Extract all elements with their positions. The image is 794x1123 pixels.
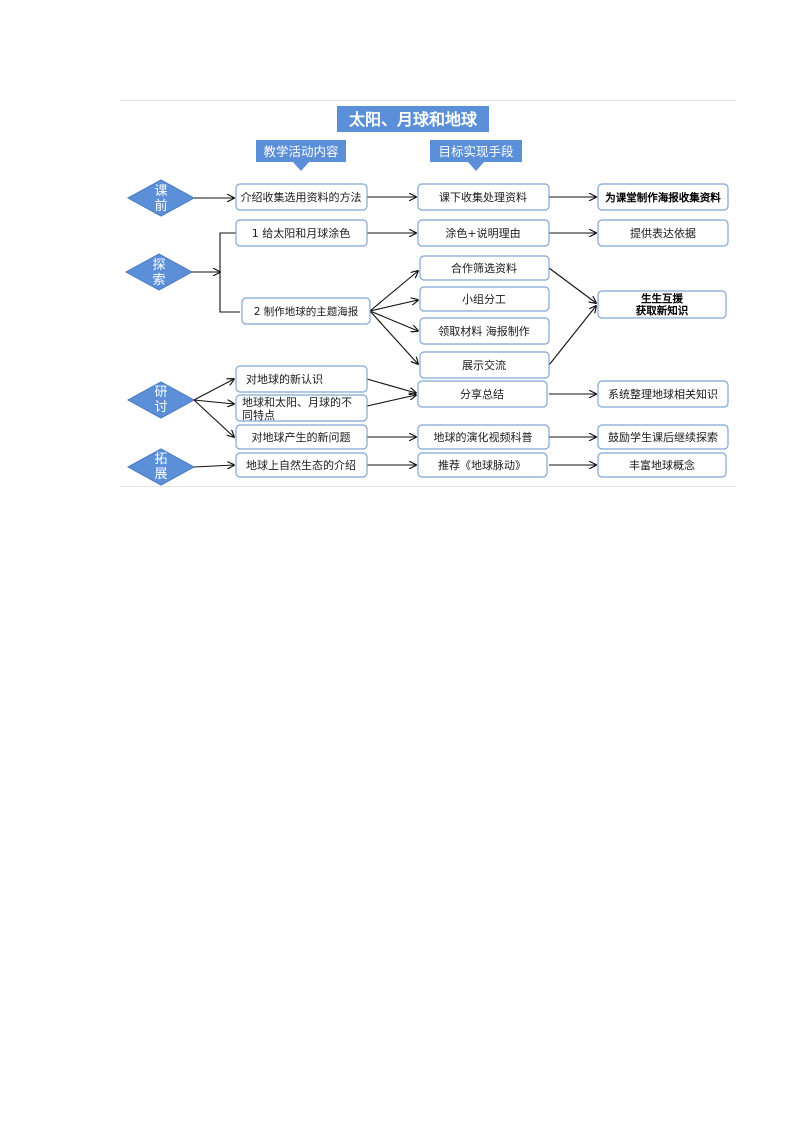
- svg-text:生生互援: 生生互援: [641, 292, 683, 305]
- svg-text:丰富地球概念: 丰富地球概念: [629, 458, 695, 472]
- svg-text:领取材料 海报制作: 领取材料 海报制作: [438, 324, 530, 338]
- box-discuss-act2: 地球和太阳、月球的不 同特点: [235, 394, 368, 422]
- top-rule: [120, 100, 736, 101]
- svg-text:课下收集处理资料: 课下收集处理资料: [439, 190, 527, 204]
- box-explore-means1: 涂色+说明理由: [417, 219, 550, 247]
- box-discuss-goal2: 鼓励学生课后继续探索: [597, 424, 729, 450]
- stage-extend: 拓 展: [126, 448, 196, 486]
- svg-text:涂色+说明理由: 涂色+说明理由: [445, 226, 520, 240]
- svg-text:鼓励学生课后继续探索: 鼓励学生课后继续探索: [608, 430, 718, 444]
- svg-text:展示交流: 展示交流: [462, 358, 506, 372]
- svg-text:前: 前: [154, 198, 167, 214]
- box-discuss-goal1: 系统整理地球相关知识: [597, 380, 729, 408]
- svg-text:推荐《地球脉动》: 推荐《地球脉动》: [438, 458, 526, 472]
- stage-discuss: 研 讨: [126, 381, 196, 419]
- svg-text:分享总结: 分享总结: [460, 387, 504, 401]
- box-explore-act2: 2 制作地球的主题海报: [241, 297, 371, 325]
- box-pre-activity: 介绍收集选用资料的方法: [235, 183, 368, 211]
- lesson-flow-diagram: 太阳、月球和地球 教学活动内容 目标实现手段 课 前 探 索 研 讨 拓 展: [124, 106, 729, 486]
- box-pre-goal: 为课堂制作海报收集资料: [597, 183, 729, 211]
- box-explore-goal1: 提供表达依据: [597, 219, 729, 247]
- box-extend-means: 推荐《地球脉动》: [417, 452, 548, 478]
- stage-pre: 课 前: [126, 179, 196, 217]
- header-means-label: 目标实现手段: [438, 144, 513, 159]
- svg-text:展: 展: [154, 467, 167, 482]
- box-explore-act1: 1 给太阳和月球涂色: [235, 219, 368, 247]
- box-discuss-act1: 对地球的新认识: [235, 365, 368, 393]
- svg-text:为课堂制作海报收集资料: 为课堂制作海报收集资料: [605, 191, 721, 204]
- bottom-rule: [120, 486, 736, 487]
- box-discuss-act3: 对地球产生的新问题: [235, 424, 368, 450]
- header-means: 目标实现手段: [430, 140, 522, 171]
- stage-explore: 探 索: [124, 253, 194, 291]
- box-explore-goal2: 生生互援 获取新知识: [597, 290, 727, 319]
- svg-text:2 制作地球的主题海报: 2 制作地球的主题海报: [254, 305, 359, 318]
- svg-text:介绍收集选用资料的方法: 介绍收集选用资料的方法: [241, 190, 362, 204]
- box-discuss-means1: 分享总结: [417, 380, 548, 408]
- svg-text:课: 课: [154, 184, 167, 199]
- diagram-title: 太阳、月球和地球: [348, 110, 478, 129]
- svg-text:系统整理地球相关知识: 系统整理地球相关知识: [608, 387, 718, 401]
- svg-text:地球和太阳、月球的不: 地球和太阳、月球的不: [242, 395, 352, 409]
- header-activity-label: 教学活动内容: [263, 144, 338, 159]
- svg-text:获取新知识: 获取新知识: [636, 304, 689, 317]
- svg-text:探: 探: [152, 258, 165, 273]
- box-explore-step4: 展示交流: [419, 351, 550, 379]
- header-activity: 教学活动内容: [256, 140, 346, 171]
- box-explore-step3: 领取材料 海报制作: [419, 317, 550, 345]
- svg-text:地球上自然生态的介绍: 地球上自然生态的介绍: [246, 458, 356, 472]
- title-banner: 太阳、月球和地球: [337, 106, 489, 132]
- box-extend-goal: 丰富地球概念: [597, 452, 727, 478]
- svg-text:合作筛选资料: 合作筛选资料: [451, 261, 517, 275]
- svg-text:对地球的新认识: 对地球的新认识: [246, 372, 323, 386]
- svg-text:拓: 拓: [154, 452, 167, 467]
- svg-text:对地球产生的新问题: 对地球产生的新问题: [252, 430, 351, 444]
- box-discuss-means2: 地球的演化视频科普: [417, 424, 550, 450]
- box-explore-step2: 小组分工: [419, 286, 550, 312]
- svg-text:索: 索: [152, 273, 165, 288]
- box-extend-act: 地球上自然生态的介绍: [235, 452, 368, 478]
- svg-text:提供表达依据: 提供表达依据: [630, 226, 696, 240]
- connectors: [192, 197, 596, 467]
- svg-text:1 给太阳和月球涂色: 1 给太阳和月球涂色: [252, 226, 351, 240]
- svg-text:同特点: 同特点: [242, 408, 275, 422]
- box-explore-step1: 合作筛选资料: [419, 255, 550, 281]
- box-pre-means: 课下收集处理资料: [417, 183, 550, 211]
- svg-text:地球的演化视频科普: 地球的演化视频科普: [434, 430, 533, 444]
- svg-text:讨: 讨: [154, 400, 167, 415]
- svg-text:小组分工: 小组分工: [462, 292, 506, 306]
- svg-text:研: 研: [154, 385, 167, 400]
